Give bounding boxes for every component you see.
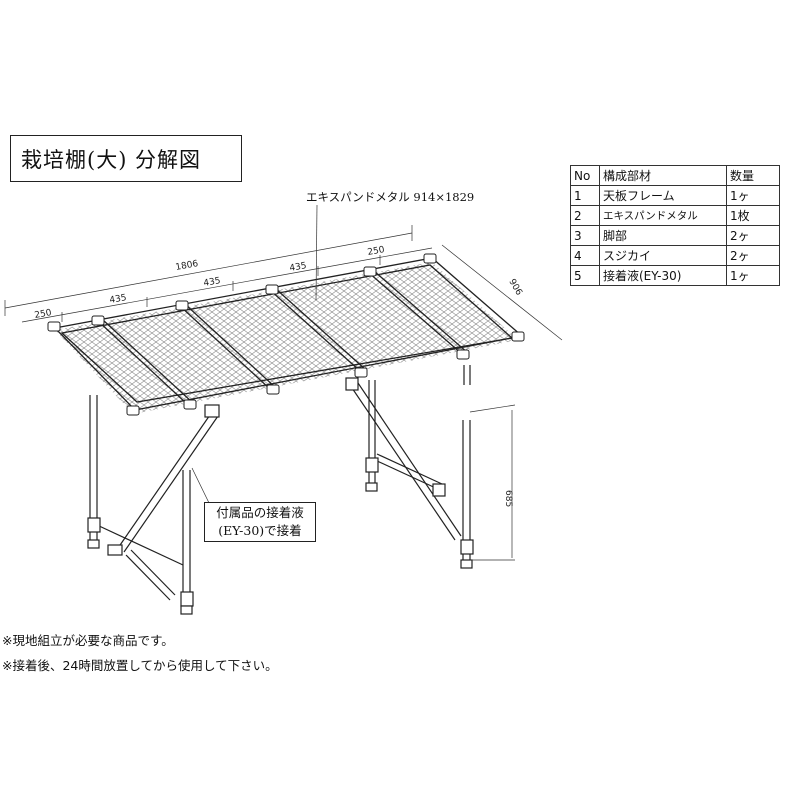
cell-part: 天板フレーム [599,185,727,206]
diagram-title: 栽培棚(大) 分解図 [10,135,242,182]
leg-assembly-front [87,395,220,615]
dim-segment-2: 435 [109,293,128,306]
cell-qty: 1ヶ [726,265,780,286]
glue-callout: 付属品の接着液 (EY-30)で接着 [204,502,316,542]
dimension-lines [4,204,563,561]
leg-assembly-rear [345,365,474,569]
note-onsite-assembly: ※現地組立が必要な商品です。 [2,633,174,648]
cell-no: 5 [570,265,600,286]
dim-height: 685 [503,490,513,507]
cell-part: 接着液(EY-30) [599,265,727,286]
dim-segment-5: 250 [367,245,386,258]
frame-joints [47,253,525,416]
dim-width: 906 [506,278,523,298]
dim-segment-3: 435 [203,276,222,289]
dim-segment-4: 435 [289,261,308,274]
table-row: 5 接着液(EY-30) 1ヶ [570,265,780,286]
cell-qty: 1枚 [726,205,780,226]
table-row: 1 天板フレーム 1ヶ [570,185,780,206]
glue-callout-line-2: (EY-30)で接着 [218,523,302,538]
dim-segment-1: 250 [34,308,53,321]
glue-callout-line-1: 付属品の接着液 [216,505,304,520]
table-row: 3 脚部 2ヶ [570,225,780,246]
mesh-label: エキスパンドメタル 914×1829 [306,190,475,204]
table-row: 2 エキスパンドメタル 1枚 [570,205,780,226]
expanded-metal-mesh [55,262,518,414]
col-header-qty: 数量 [726,165,780,186]
cell-qty: 2ヶ [726,245,780,266]
note-curing-time: ※接着後、24時間放置してから使用して下さい。 [2,658,278,673]
cell-part: エキスパンドメタル [599,205,727,226]
parts-table: No 構成部材 数量 1 天板フレーム 1ヶ 2 エキスパンドメタル 1枚 3 … [570,165,780,286]
dim-total-length: 1806 [175,259,200,273]
title-text: 栽培棚(大) 分解図 [21,147,202,172]
cell-qty: 2ヶ [726,225,780,246]
